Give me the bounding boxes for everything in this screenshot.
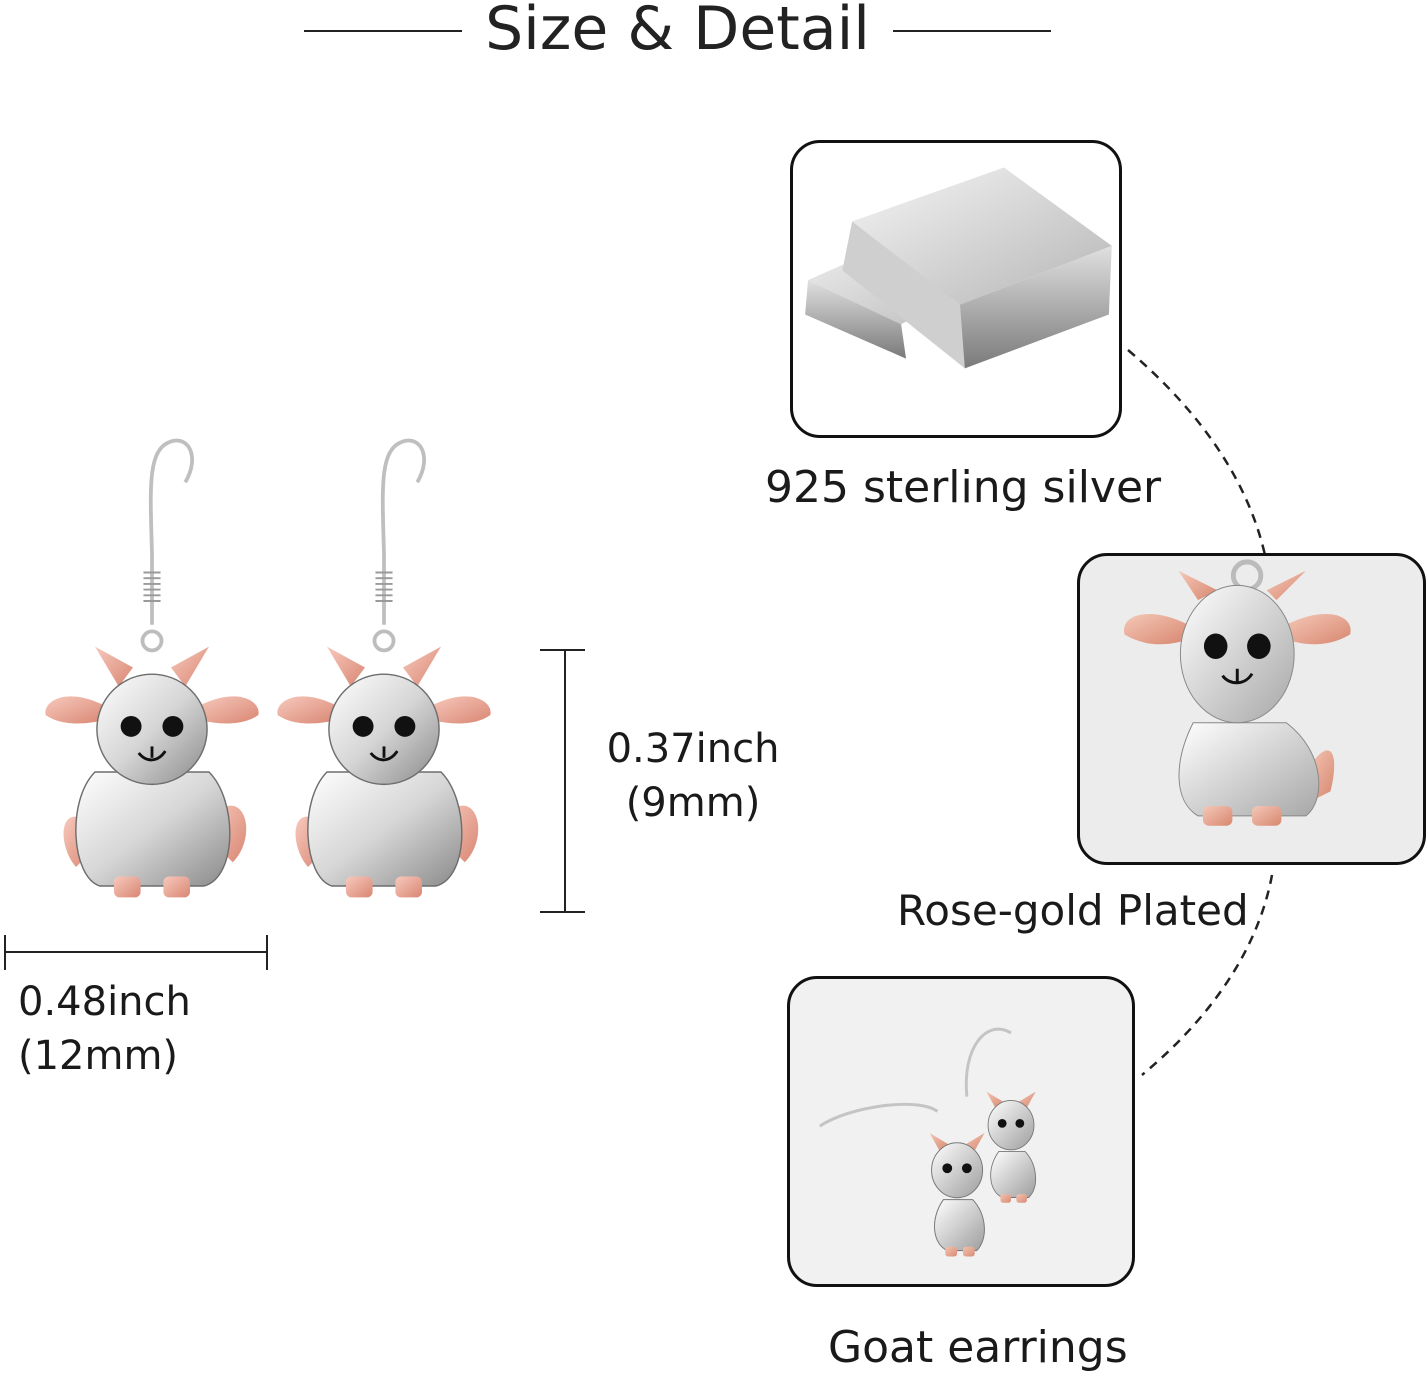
silver-caption: 925 sterling silver — [765, 462, 1162, 513]
measurement-lines — [4, 649, 585, 970]
dashed-connector — [1127, 349, 1274, 1076]
silver-panel — [790, 140, 1122, 438]
goat-earrings-icon — [818, 1027, 1037, 1258]
title-rule-right — [893, 30, 1051, 32]
rose-gold-panel — [1077, 553, 1426, 865]
rose-gold-caption: Rose-gold Plated — [897, 886, 1249, 935]
width-inch: 0.48inch — [18, 979, 191, 1025]
goat-pendant-icon — [1123, 559, 1351, 826]
width-mm: (12mm) — [18, 1033, 179, 1079]
height-dimension-label: 0.37inch (9mm) — [598, 722, 788, 830]
height-mm: (9mm) — [625, 780, 761, 826]
goat-earrings-panel — [787, 976, 1135, 1287]
title-rule-left — [304, 30, 462, 32]
width-dimension-label: 0.48inch (12mm) — [18, 975, 208, 1083]
silver-bar-icon — [805, 167, 1112, 369]
height-inch: 0.37inch — [606, 726, 780, 772]
goat-earrings-caption: Goat earrings — [828, 1322, 1128, 1373]
page-title: Size & Detail — [485, 0, 870, 64]
